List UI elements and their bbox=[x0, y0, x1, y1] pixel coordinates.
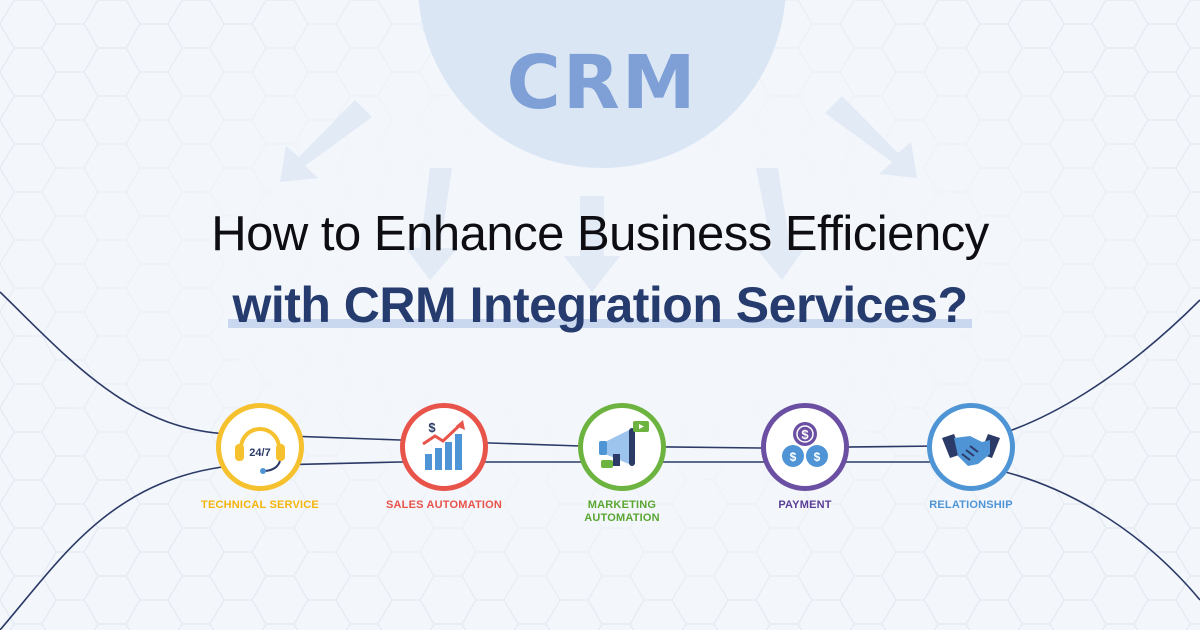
svg-text:$: $ bbox=[428, 420, 436, 435]
support-headset-icon: 24/7 bbox=[235, 427, 285, 474]
title-line-2-wrap: with CRM Integration Services? bbox=[0, 276, 1200, 334]
title-line-1: How to Enhance Business Efficiency bbox=[211, 207, 989, 261]
coins-icon: $ $ $ bbox=[782, 422, 828, 467]
feature-label: SALES AUTOMATION bbox=[385, 499, 503, 511]
feature-label-line-1: MARKETING bbox=[587, 499, 657, 511]
feature-marketing-automation: MARKETING AUTOMATION bbox=[537, 403, 707, 525]
feature-ring bbox=[927, 403, 1015, 491]
feature-relationship: RELATIONSHIP bbox=[886, 403, 1056, 512]
feature-ring bbox=[578, 403, 666, 491]
feature-technical-service: 24/7 TECHNICAL SERVICE bbox=[175, 403, 345, 512]
feature-payment: $ $ $ PAYMENT bbox=[720, 403, 890, 512]
svg-text:$: $ bbox=[801, 427, 809, 442]
feature-label: PAYMENT bbox=[778, 499, 832, 511]
feature-label-line-2: AUTOMATION bbox=[584, 512, 660, 524]
feature-ring: 24/7 bbox=[216, 403, 304, 491]
feature-ring: $ bbox=[400, 403, 488, 491]
title-line-2: with CRM Integration Services? bbox=[228, 276, 972, 334]
feature-label: MARKETING AUTOMATION bbox=[537, 499, 707, 525]
feature-sales-automation: $ SALES AUTOMATION bbox=[359, 403, 529, 512]
handshake-icon bbox=[942, 434, 1000, 466]
sales-chart-icon: $ bbox=[422, 420, 465, 470]
svg-text:24/7: 24/7 bbox=[249, 447, 270, 459]
arrows-decoration bbox=[280, 96, 917, 292]
feature-label: RELATIONSHIP bbox=[929, 499, 1013, 511]
feature-label: TECHNICAL SERVICE bbox=[201, 499, 319, 511]
feature-ring: $ $ $ bbox=[761, 403, 849, 491]
megaphone-icon bbox=[599, 421, 649, 468]
svg-text:$: $ bbox=[814, 450, 821, 464]
svg-text:$: $ bbox=[790, 450, 797, 464]
crm-badge-text: CRM bbox=[506, 40, 698, 126]
